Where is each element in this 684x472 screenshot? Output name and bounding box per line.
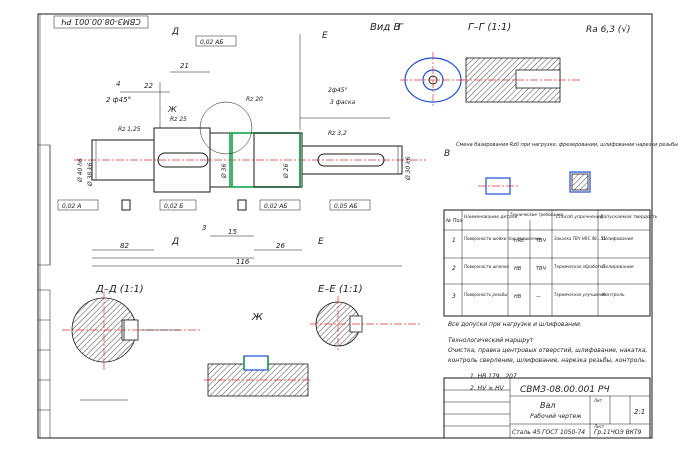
view-b-label: Вид В <box>370 22 400 33</box>
table-header-0: № Поз <box>445 218 463 224</box>
table-row-1-2: НВ <box>514 266 522 272</box>
dim-bottom-4: 116 <box>236 258 250 266</box>
table-row-0-5: Шлифование <box>602 236 633 242</box>
table-row-2-5: Контроль <box>602 292 625 298</box>
table-header-2: Технические требования <box>510 212 564 217</box>
dim-top-6: Rz 25 <box>170 116 187 123</box>
title-code: СВМЗ-08.00.001 РЧ <box>520 385 610 395</box>
stamp-code: СВМЗ-08.00.001 РЧ <box>61 17 141 26</box>
dim-diam-3: Ø 26 <box>283 164 290 179</box>
roughness-general: Ra 6,3 (√) <box>586 24 631 35</box>
table-row-0-4: Закалка ТВЧ HRC 48...55 <box>554 236 606 241</box>
dim-bottom-2: 15 <box>228 228 237 236</box>
section-gg <box>400 52 580 108</box>
heat-treatment-table <box>443 209 651 317</box>
table-row-1-0: 2 <box>452 265 456 272</box>
table-row-2-2: НВ <box>514 294 522 300</box>
table-row-2-0: 3 <box>452 293 456 300</box>
dim-top-5: Rz 20 <box>246 96 263 103</box>
dim-bottom-0: 82 <box>120 242 129 250</box>
dim-top-0: 21 <box>180 62 189 70</box>
table-row-1-4: Термическая обработка <box>554 264 605 269</box>
dim-top-8: Rz 3,2 <box>328 130 347 137</box>
table-row-0-2: НRC <box>514 238 525 244</box>
table-header-1: Наименование детали <box>464 214 518 220</box>
table-header-4: Допускаемая твердость <box>599 214 658 220</box>
dim-diam-2: Ø 36 <box>221 164 228 179</box>
title-sheet: Лист <box>593 424 605 429</box>
dim-diam-4: Ø 30 k6 <box>405 156 412 181</box>
section-ee-label: Е–Е (1:1) <box>318 284 363 295</box>
dim-top-2: 2 ф45° <box>106 96 131 104</box>
section-dd-label: Д–Д (1:1) <box>95 284 144 295</box>
title-name: Вал <box>540 401 556 410</box>
table-row-1-3: ТВЧ <box>536 266 546 272</box>
table-row-2-1: Поверхность резьбы <box>464 292 508 297</box>
dim-bottom-3: 3 <box>202 224 206 232</box>
dim-top-4: Ж <box>167 105 177 114</box>
note-3: контроль сверление, шлифование, нарезка … <box>448 357 647 364</box>
dim-top-3: 22 <box>144 82 153 90</box>
section-ee <box>310 296 420 352</box>
dim-top-9: 2ф45° <box>328 87 348 94</box>
cut-marker-e-top: Е <box>322 31 328 41</box>
detail-zh <box>204 355 312 397</box>
dim-top-7: Rz 1,25 <box>118 126 141 133</box>
table-row-0-1: Поверхности шейки под подшипник <box>464 236 542 241</box>
main-shaft-view <box>74 101 426 211</box>
table-row-0-3: ТВЧ <box>536 238 546 244</box>
main-dimensions <box>92 34 402 267</box>
dim-diam-1: Ø 38 k6 <box>87 162 94 187</box>
dim-bottom-1: 26 <box>276 242 285 250</box>
tol-frame-4: 0,05 АБ <box>334 203 358 210</box>
title-block <box>443 377 651 439</box>
view-b-small <box>478 171 591 195</box>
title-material: Сталь 45 ГОСТ 1050-74 <box>512 429 585 436</box>
detail-zh-label: Ж <box>251 312 264 323</box>
tol-frame-1: 0,02 Б <box>164 203 183 210</box>
table-row-0-0: 1 <box>452 237 456 244</box>
note-center: Смена базирования Rz0 при нагрузке, фрез… <box>456 142 678 148</box>
table-row-2-3: — <box>536 294 541 300</box>
title-org: Гр.11ЧОЭ ВКТ9 <box>594 429 642 436</box>
section-dd <box>62 292 200 401</box>
cut-marker-v: В <box>444 149 450 159</box>
cut-marker-e-bottom: Е <box>318 237 324 247</box>
section-gg-label: Г–Г (1:1) <box>468 22 511 33</box>
cut-marker-d-top: Д <box>171 27 179 37</box>
formula-2: 2. HV ≥ HV <box>470 385 505 392</box>
title-type: Рабочий чертеж <box>530 413 582 420</box>
note-2: Очистка, правка центровых отверстий, шли… <box>448 347 648 354</box>
dim-top-1: 4 <box>116 80 120 88</box>
stamp-code-box <box>53 15 149 29</box>
tol-frame-2: 0,02 AБ <box>200 39 224 46</box>
dim-diam-0: Ø 40 h6 <box>77 158 84 183</box>
cut-marker-g-top: Г <box>398 23 404 33</box>
table-row-1-1: Поверхности шпонки <box>464 264 509 269</box>
table-row-2-4: Термическое улучшение <box>554 292 607 297</box>
title-scale: 2:1 <box>634 408 645 416</box>
note-1: Технологический маршрут <box>448 337 534 344</box>
table-row-1-5: Полирование <box>602 264 634 270</box>
note-0: Все допуски при нагрузке и шлифовании. <box>448 321 582 328</box>
cut-marker-d-bottom: Д <box>171 237 179 247</box>
table-header-3: Способ упрочнения <box>556 214 603 220</box>
dim-top-10: 3 фаска <box>330 99 355 106</box>
tol-frame-3: 0,02 АБ <box>264 203 288 210</box>
left-margin-block <box>37 144 51 439</box>
formula-1: 1. HB 179...207 <box>470 373 517 380</box>
tol-frame-0: 0,02 A <box>62 203 81 210</box>
tolerance-frames <box>57 35 371 211</box>
title-lit: Лит. <box>593 398 603 403</box>
